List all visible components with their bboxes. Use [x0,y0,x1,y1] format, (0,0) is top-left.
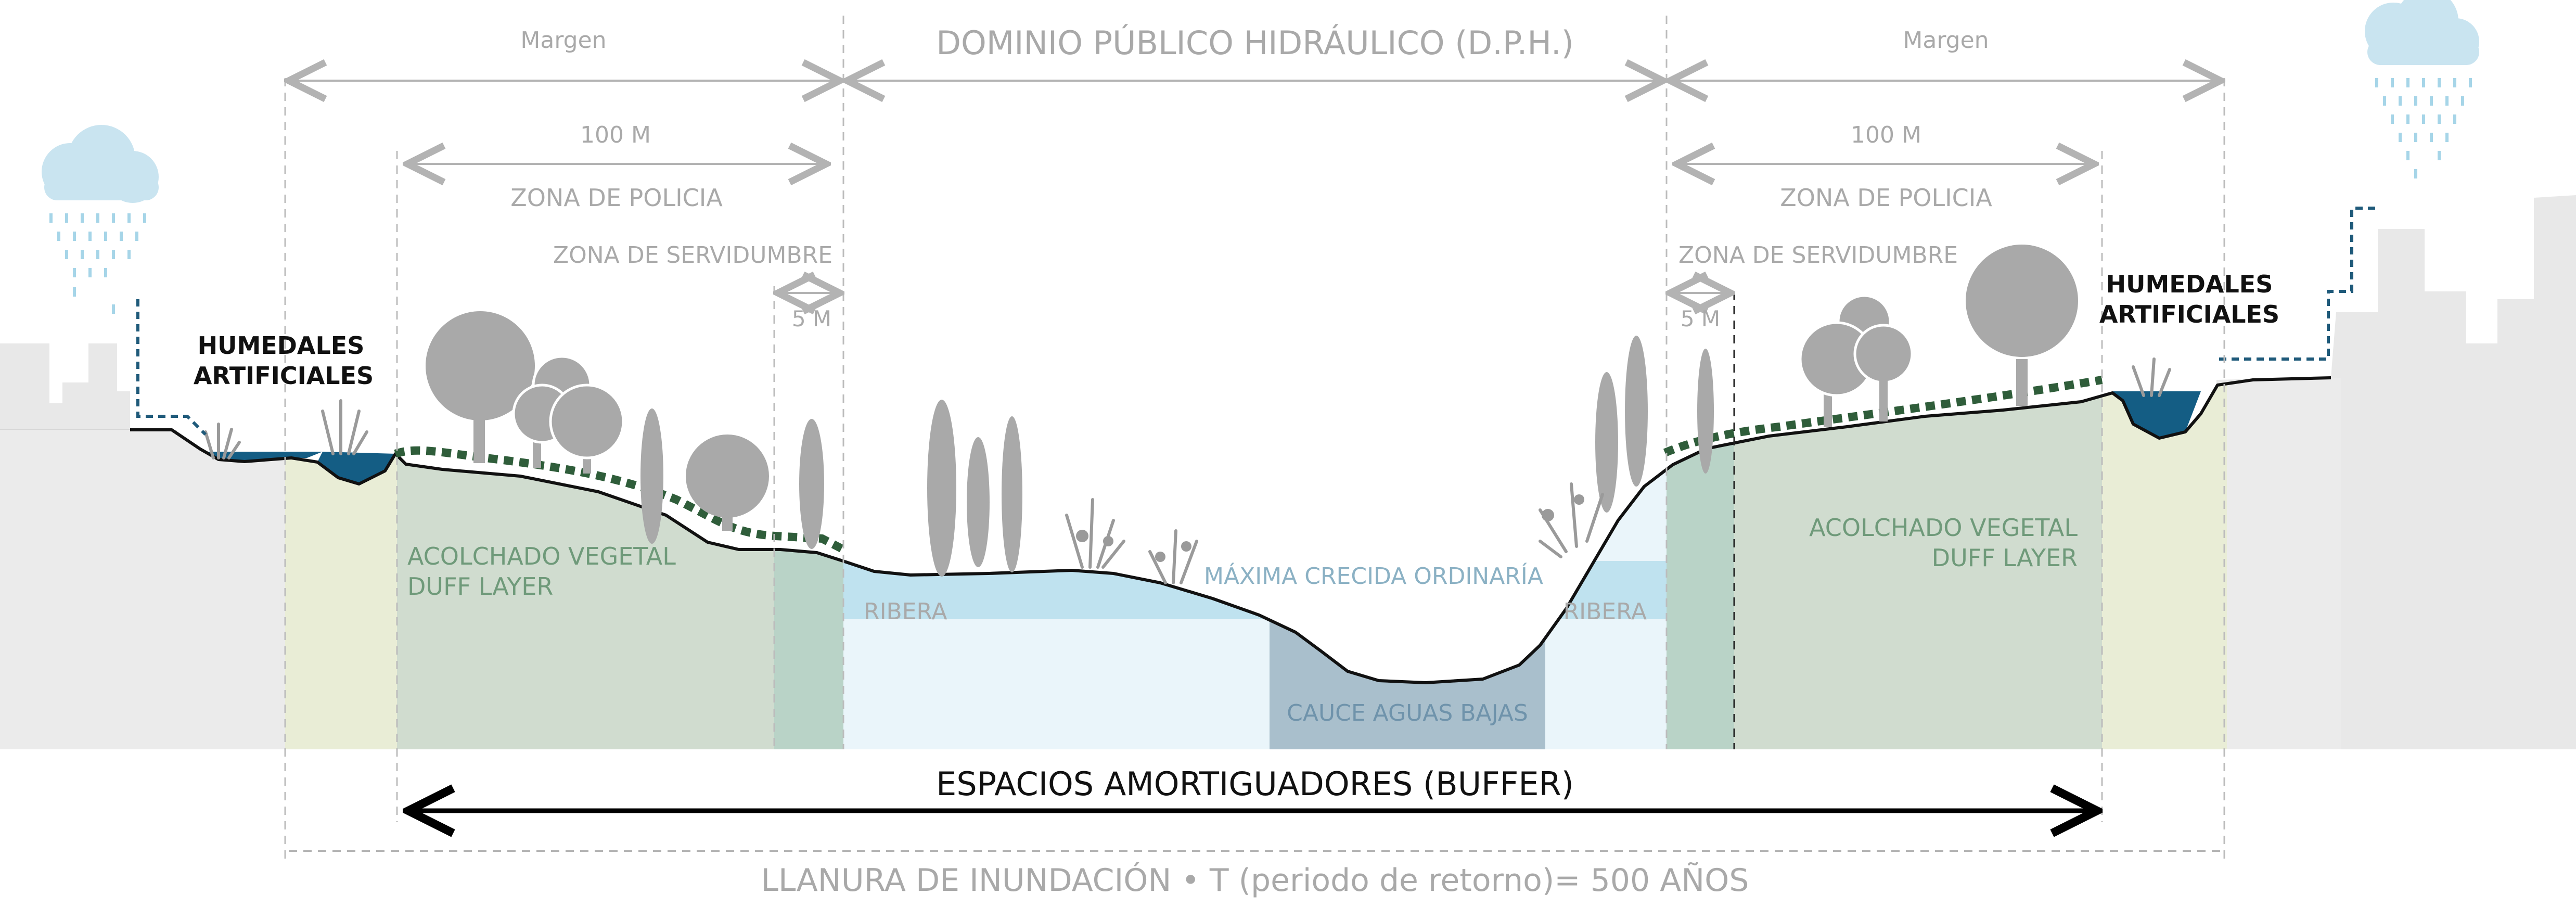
label-5m-left: 5 M [792,306,831,331]
label-zona-policia-right: ZONA DE POLICIA [1780,184,1992,212]
tree-icon [927,400,956,577]
grass-tuft-icon [321,399,368,455]
label-acolchado-right-1: ACOLCHADO VEGETAL [1809,514,2078,542]
tree-icon [640,408,663,544]
grass-tuft-icon [1539,482,1604,558]
zone-dph-riverbed [843,378,1667,749]
grass-tuft-icon [2132,357,2171,397]
labels: Margen DOMINIO PÚBLICO HIDRÁULICO (D.P.H… [194,23,2279,899]
tree-icon [1002,416,1022,572]
tree-icon [1799,294,1914,427]
label-llanura: LLANURA DE INUNDACIÓN • T (periodo de re… [761,862,1749,899]
tree-icon [426,311,535,463]
tree-icon [967,437,990,567]
label-zona-policia-left: ZONA DE POLICIA [510,184,723,212]
tree-icon [1625,336,1648,487]
duff-layer-right [1663,376,2103,457]
label-buffer: ESPACIOS AMORTIGUADORES (BUFFER) [936,765,1574,803]
label-acolchado-right-2: DUFF LAYER [1932,544,2078,572]
tree-icon [686,435,769,531]
cloud-rain-icon [42,125,159,314]
tree-icon [1697,349,1714,474]
zone-policia-right [1734,378,2102,749]
label-maxima-crecida: MÁXIMA CRECIDA ORDINARÍA [1204,562,1543,590]
label-zona-servidumbre-left: ZONA DE SERVIDUMBRE [553,242,832,269]
label-ribera-left: RIBERA [864,598,947,625]
tree-icon [799,419,824,549]
tree-icon [1966,245,2078,406]
label-cauce-aguas-bajas: CAUCE AGUAS BAJAS [1287,700,1528,726]
label-acolchado-left-1: ACOLCHADO VEGETAL [407,542,676,570]
zone-floodplain-right [2102,378,2227,749]
zone-servidumbre-left [774,378,843,749]
label-dph: DOMINIO PÚBLICO HIDRÁULICO (D.P.H.) [936,23,1574,62]
label-ribera-right: RIBERA [1563,598,1647,625]
cloud-rain-icon [2365,0,2479,178]
label-zona-servidumbre-right: ZONA DE SERVIDUMBRE [1678,242,1958,269]
label-margen-left: Margen [520,27,606,54]
grass-tuft-icon [1065,498,1125,569]
tree-icon [1595,372,1618,513]
drain-arrow-icon [136,207,2375,436]
label-100m-left: 100 M [580,122,651,148]
label-humedales-right-1: HUMEDALES [2106,270,2273,298]
label-humedales-left-2: ARTIFICIALES [194,362,374,390]
grass-tuft-icon [204,423,241,459]
tree-icon [512,355,625,474]
label-100m-right: 100 M [1851,122,1921,148]
grass-tufts [204,357,2171,584]
label-5m-right: 5 M [1681,306,1720,331]
label-acolchado-left-2: DUFF LAYER [407,572,553,601]
label-humedales-left-1: HUMEDALES [198,331,365,360]
dimension-lines [289,81,2221,852]
label-margen-right: Margen [1903,27,1989,54]
label-humedales-right-2: ARTIFICIALES [2099,300,2279,328]
trees [426,245,2078,577]
guide-lines [284,16,2225,859]
grass-tuft-icon [1148,529,1198,584]
zone-cauce-aguas-bajas [1270,619,1545,749]
terrain-profile-line [130,376,2331,684]
